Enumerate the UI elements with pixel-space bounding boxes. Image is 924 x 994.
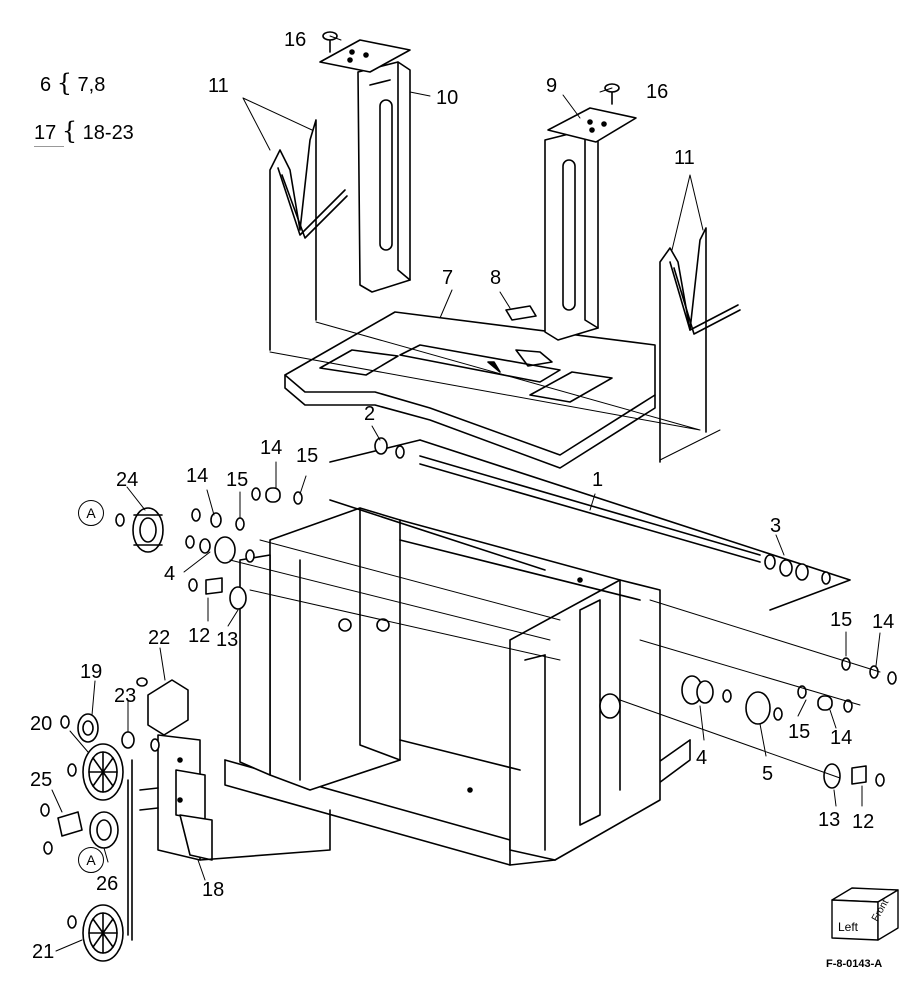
hub-25 bbox=[40, 803, 83, 855]
side-guide-10 bbox=[319, 39, 411, 293]
legend-children: 18-23 bbox=[82, 122, 134, 144]
callout-15: 15 bbox=[830, 609, 853, 631]
callout-24: 24 bbox=[116, 469, 139, 491]
cube-face-left: Left bbox=[838, 920, 859, 934]
callout-2: 2 bbox=[364, 403, 376, 425]
callout-21: 21 bbox=[32, 941, 55, 963]
callout-13: 13 bbox=[818, 809, 841, 831]
callout-23: 23 bbox=[114, 685, 137, 707]
callout-14: 14 bbox=[186, 465, 209, 487]
callout-7: 7 bbox=[442, 267, 454, 289]
callout-8: 8 bbox=[490, 267, 502, 289]
callout-11: 11 bbox=[208, 75, 229, 97]
main-frame bbox=[224, 499, 691, 866]
reference-mark-a: A bbox=[78, 500, 104, 526]
callout-15: 15 bbox=[296, 445, 319, 467]
legend-children: 7,8 bbox=[77, 74, 106, 96]
shaft-1 bbox=[329, 439, 851, 611]
orientation-cube-icon bbox=[831, 887, 899, 941]
callout-14: 14 bbox=[872, 611, 895, 633]
spring-23 bbox=[121, 731, 160, 752]
gear-19 bbox=[60, 713, 99, 743]
leader-lines bbox=[51, 35, 881, 952]
bearing-3 bbox=[764, 554, 831, 585]
callout-18: 18 bbox=[202, 879, 225, 901]
reference-mark-a: A bbox=[78, 847, 104, 873]
legend-parent: 17 bbox=[34, 122, 57, 144]
callout-26: 26 bbox=[96, 873, 119, 895]
left-bushings bbox=[115, 487, 303, 610]
callout-11: 11 bbox=[674, 147, 695, 169]
pad-8 bbox=[505, 305, 537, 321]
callout-10: 10 bbox=[436, 87, 459, 109]
legend-parent: 6 bbox=[40, 74, 52, 96]
callout-1: 1 bbox=[592, 469, 604, 491]
gear-26 bbox=[89, 811, 119, 849]
callout-16: 16 bbox=[646, 81, 669, 103]
brace-icon: { bbox=[61, 117, 78, 145]
assembly-guide-lines bbox=[229, 321, 881, 779]
callout-9: 9 bbox=[546, 75, 558, 97]
callout-3: 3 bbox=[770, 515, 782, 537]
callout-25: 25 bbox=[30, 769, 53, 791]
gear-20 bbox=[67, 743, 124, 801]
legend-row-2: 17 { 18-23 bbox=[34, 117, 134, 145]
legend-row-1: 6 { 7,8 bbox=[40, 69, 106, 97]
screw-16-right bbox=[604, 83, 620, 105]
tray-plate-7 bbox=[284, 311, 656, 469]
solenoid-22 bbox=[136, 677, 189, 736]
wire-guide-11-left bbox=[269, 119, 348, 351]
callout-19: 19 bbox=[80, 661, 103, 683]
legend-underline bbox=[34, 146, 64, 147]
callout-12: 12 bbox=[188, 625, 211, 647]
callout-14: 14 bbox=[830, 727, 853, 749]
brace-icon: { bbox=[56, 69, 72, 97]
screw-16-left bbox=[322, 31, 338, 53]
wire-guide-11-right bbox=[659, 227, 741, 463]
callout-15: 15 bbox=[788, 721, 811, 743]
callout-14: 14 bbox=[260, 437, 283, 459]
callout-4: 4 bbox=[164, 563, 176, 585]
callout-4: 4 bbox=[696, 747, 708, 769]
callout-5: 5 bbox=[762, 763, 774, 785]
callout-15: 15 bbox=[226, 469, 249, 491]
gear-24 bbox=[132, 507, 164, 553]
drive-bracket-18 bbox=[127, 734, 331, 941]
gear-21 bbox=[67, 904, 124, 962]
figure-id: F-8-0143-A bbox=[826, 958, 883, 970]
bearing-2 bbox=[374, 437, 405, 459]
right-bushings bbox=[599, 657, 897, 789]
callout-12: 12 bbox=[852, 811, 875, 833]
callout-13: 13 bbox=[216, 629, 239, 651]
callout-22: 22 bbox=[148, 627, 171, 649]
callout-16: 16 bbox=[284, 29, 307, 51]
side-guide-9 bbox=[544, 107, 637, 341]
callout-20: 20 bbox=[30, 713, 53, 735]
